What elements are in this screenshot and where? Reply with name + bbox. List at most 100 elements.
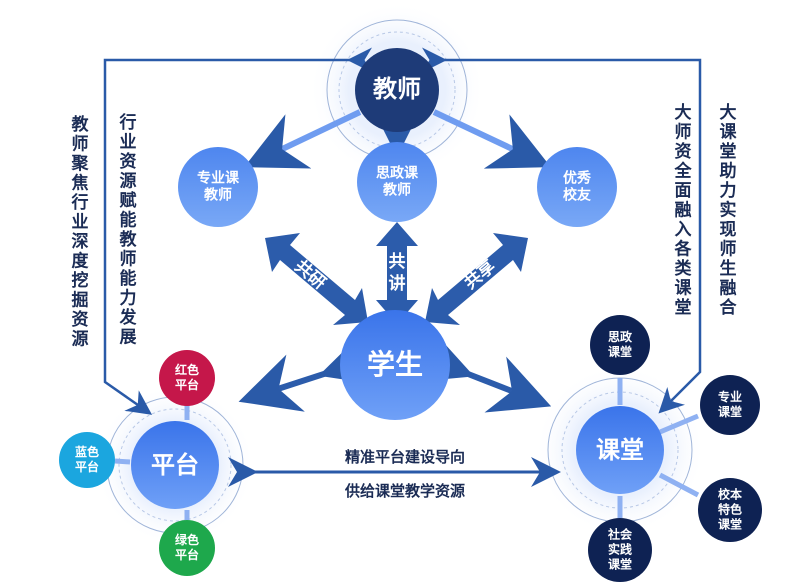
sub-node-label: 课堂 (608, 344, 632, 359)
svg-text:行: 行 (119, 112, 137, 133)
platform-node: 平台 (131, 421, 219, 509)
svg-text:大: 大 (675, 102, 692, 123)
svg-text:赋: 赋 (120, 190, 137, 211)
center-link-top: 精准平台建设导向 (345, 448, 465, 466)
sub-node-label: 课堂 (718, 517, 742, 532)
svg-text:师: 师 (720, 239, 737, 260)
sub-node-label: 教师 (204, 187, 232, 204)
svg-text:源: 源 (72, 329, 89, 350)
svg-text:堂: 堂 (675, 297, 692, 318)
svg-text:聚: 聚 (71, 154, 90, 174)
sub-nodes: 专业课教师思政课教师优秀校友红色平台蓝色平台绿色平台思政课堂专业课堂校本特色课堂… (59, 142, 762, 582)
svg-text:合: 合 (720, 297, 738, 318)
sub-node-label: 优秀 (563, 170, 592, 187)
student-node: 学生 (340, 310, 450, 420)
svg-text:类: 类 (675, 258, 693, 279)
svg-text:教: 教 (71, 114, 90, 135)
svg-text:资: 资 (72, 309, 89, 330)
classroom-node: 课堂 (576, 406, 664, 494)
svg-text:力: 力 (120, 288, 137, 309)
side-labels: 教师聚焦行业深度挖掘资源行业资源赋能教师能力发展大师资全面融入各类课堂大课堂助力… (71, 102, 738, 350)
svg-text:入: 入 (675, 220, 692, 240)
svg-text:课: 课 (675, 279, 693, 299)
svg-text:堂: 堂 (720, 141, 737, 162)
sub-node-label: 课堂 (608, 557, 632, 572)
svg-text:师: 师 (675, 122, 692, 143)
svg-text:挖: 挖 (72, 270, 89, 291)
sub-node-label: 教师 (383, 182, 411, 199)
svg-text:掘: 掘 (72, 290, 89, 311)
svg-text:力: 力 (720, 180, 737, 201)
co-teach-arrow (376, 222, 418, 324)
sub-node-label: 平台 (175, 547, 199, 562)
svg-text:各: 各 (674, 239, 693, 260)
svg-text:融: 融 (720, 279, 737, 299)
teacher-label: 教师 (373, 75, 421, 103)
co-share-arrow (425, 233, 528, 325)
svg-text:师: 师 (120, 249, 137, 270)
sub-node-label: 红色 (175, 362, 199, 377)
student-links (238, 326, 552, 413)
sub-node-label: 社会 (607, 527, 633, 542)
svg-text:发: 发 (119, 307, 138, 328)
sub-node-label: 蓝色 (75, 444, 99, 459)
sub-node-label: 实践 (608, 542, 632, 557)
svg-text:资: 资 (120, 151, 137, 172)
svg-text:行: 行 (71, 192, 89, 213)
svg-text:融: 融 (675, 201, 692, 221)
sub-node-label: 平台 (75, 459, 99, 474)
svg-text:教: 教 (119, 229, 138, 250)
svg-text:源: 源 (120, 171, 137, 192)
co-arrows (265, 222, 528, 325)
co-teach-label-2: 讲 (389, 273, 406, 294)
svg-text:面: 面 (675, 181, 692, 201)
center-link-bottom: 供给课堂教学资源 (344, 482, 465, 500)
svg-text:实: 实 (720, 200, 737, 221)
svg-text:度: 度 (72, 251, 90, 272)
svg-text:助: 助 (720, 161, 737, 182)
svg-text:全: 全 (674, 161, 693, 182)
svg-text:能: 能 (120, 268, 137, 289)
svg-text:展: 展 (120, 328, 137, 348)
sub-node-label: 专业课 (197, 170, 240, 187)
sub-node-label: 特色 (718, 502, 742, 517)
sub-node-label: 校友 (563, 187, 591, 204)
svg-text:深: 深 (72, 231, 89, 252)
bracket-lines (103, 47, 702, 415)
student-label: 学生 (367, 348, 423, 381)
svg-text:课: 课 (720, 123, 738, 143)
svg-text:焦: 焦 (71, 173, 89, 194)
svg-text:现: 现 (720, 220, 737, 240)
sub-branch-arrows (114, 378, 700, 520)
svg-text:业: 业 (120, 133, 137, 153)
sub-node-label: 绿色 (175, 532, 199, 547)
co-teach-label-1: 共 (389, 252, 406, 272)
sub-node-label: 校本 (718, 487, 742, 502)
svg-text:生: 生 (720, 258, 737, 279)
platform-label: 平台 (151, 451, 199, 479)
sub-node-label: 专业 (718, 389, 742, 404)
sub-node-label: 课堂 (718, 404, 742, 419)
sub-node-label: 思政 (608, 329, 633, 344)
sub-node-label: 平台 (175, 377, 199, 392)
teacher-node: 教师 (355, 48, 439, 132)
svg-text:资: 资 (675, 141, 692, 162)
svg-text:大: 大 (720, 102, 737, 123)
svg-text:师: 师 (72, 134, 89, 155)
svg-text:业: 业 (72, 213, 89, 233)
